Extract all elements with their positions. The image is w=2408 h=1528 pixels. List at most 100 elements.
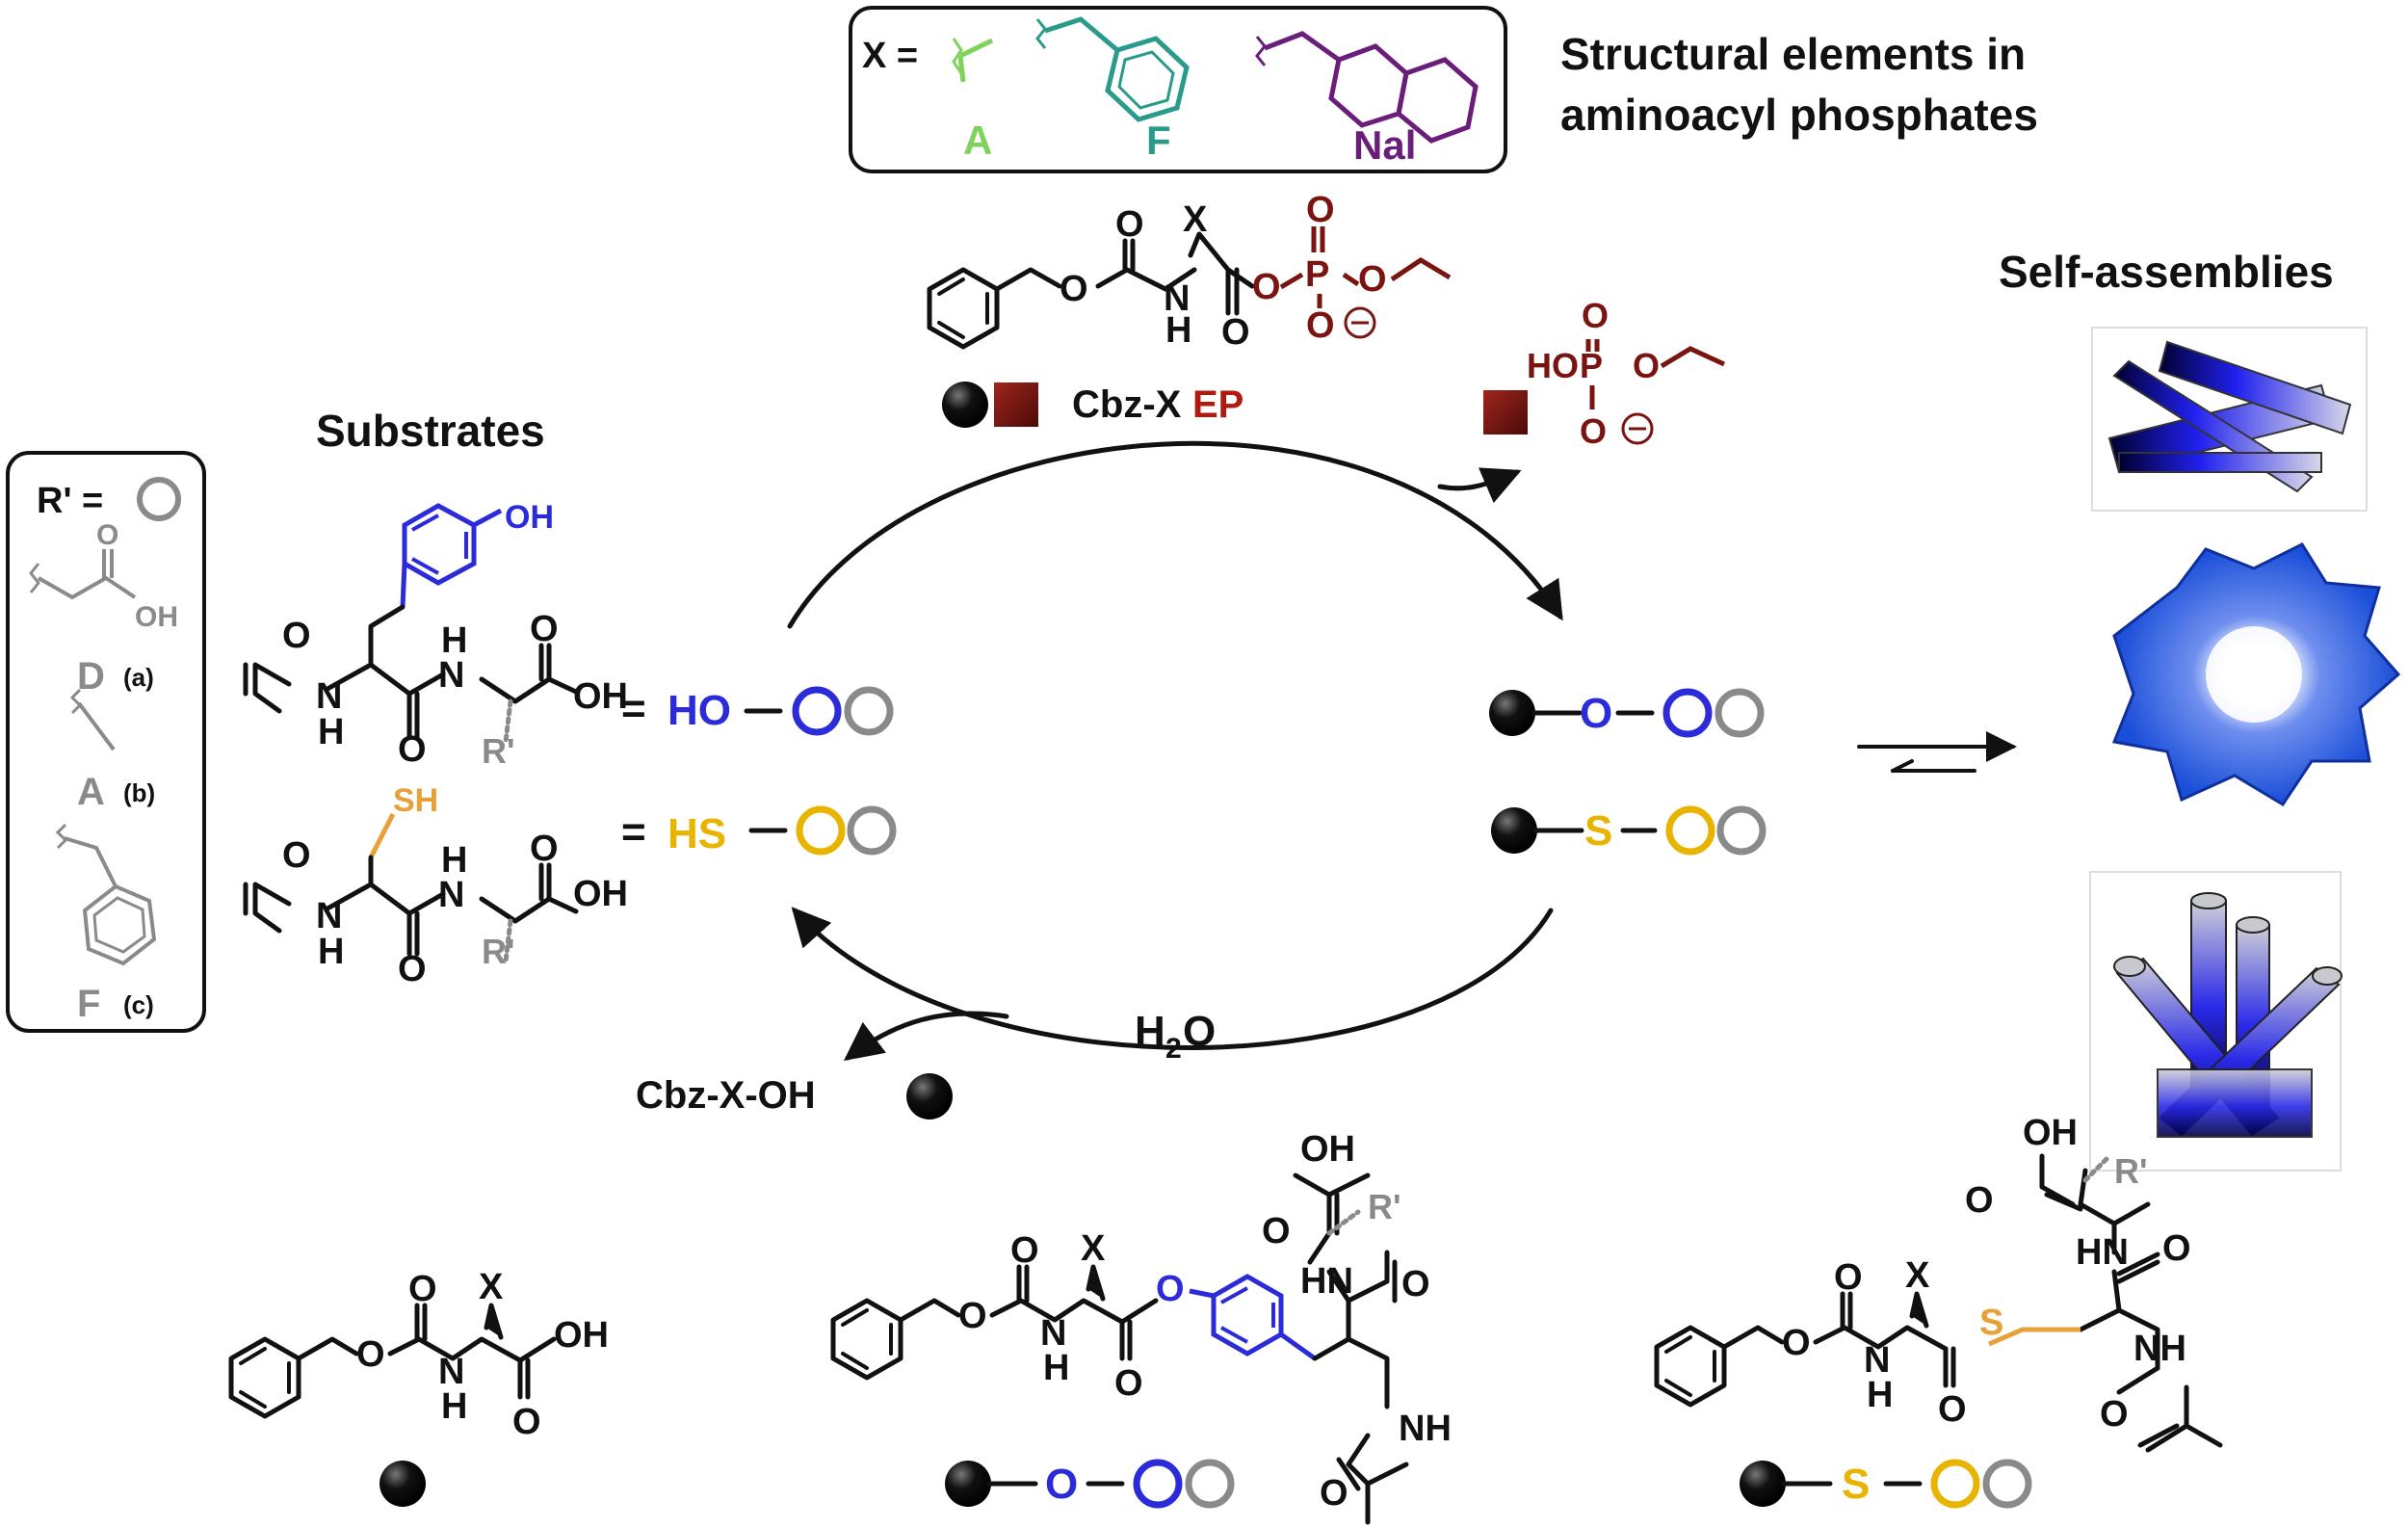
rprime-f-sub: (c) — [123, 990, 154, 1019]
x-f-label: F — [1146, 118, 1171, 163]
tube-assembly-image — [2089, 871, 2343, 1172]
x-nal-label: Nal — [1353, 122, 1416, 168]
rprime-definition-box: R' = O OH D (a) A (b) F (c) — [6, 451, 206, 1033]
water-sub: 2 — [1165, 1033, 1182, 1065]
cys-oh-acid: OH — [573, 874, 628, 914]
phenylalanine-fragment — [1035, 16, 1190, 122]
red-square-icon — [994, 382, 1038, 427]
reagent-o-carbonyl: O — [1115, 204, 1144, 245]
reagent-h: H — [1165, 310, 1191, 351]
reagent-skeleton — [927, 231, 1255, 350]
reagent-o-minus: O — [1306, 305, 1335, 346]
reagent-p: P — [1305, 254, 1329, 295]
cys-equals: = — [621, 808, 646, 856]
byproduct-red-square-icon — [1483, 390, 1528, 435]
gold-ring-icon — [1665, 805, 1715, 856]
cys-n1: N — [316, 896, 342, 936]
bottom2-o-phenol: O — [1156, 1269, 1185, 1309]
byproduct-negative-charge-icon — [1621, 412, 1654, 445]
cys-n2: N — [438, 875, 464, 915]
side-product-name: Cbz-X-OH — [636, 1074, 816, 1117]
product-s-label: S — [1584, 807, 1612, 855]
reagent-name-prefix: Cbz-X — [1072, 383, 1182, 426]
reagent-n: N — [1164, 278, 1190, 319]
rprime-d-sub: (a) — [123, 663, 154, 692]
byproduct-o-ethyl: O — [1633, 346, 1660, 385]
bottom3-rprime: R' — [2114, 1151, 2148, 1191]
gold-ring-icon — [796, 805, 846, 856]
bottom3-x: X — [1905, 1255, 1930, 1296]
bottom2-hn: HN — [1300, 1261, 1353, 1302]
gray-ring-icon — [1714, 688, 1765, 738]
bottom3-s: S — [1979, 1303, 2003, 1343]
bottom2-n: N — [1040, 1313, 1066, 1354]
bottom3-hn: HN — [2076, 1232, 2129, 1273]
bottom1-h: H — [441, 1386, 467, 1427]
product-o-ester-symbol: O — [1489, 688, 1765, 738]
bottom-s-thioester-symbol: S — [1740, 1459, 2032, 1509]
tyr-oh: OH — [505, 499, 554, 536]
tyr-o-acid: O — [530, 609, 559, 649]
cys-rprime: R' — [482, 932, 515, 971]
cys-hs-label: HS — [667, 810, 726, 857]
reaction-arrow-icon — [787, 440, 1563, 629]
rprime-box-frame — [6, 451, 206, 1033]
gray-ring-icon — [1716, 805, 1767, 856]
bottom3-nh: NH — [2133, 1329, 2186, 1369]
rprime-a-label: A — [77, 771, 105, 813]
tyr-o-amide: O — [398, 729, 427, 770]
byproduct-ho: HO — [1527, 346, 1579, 385]
x-a-label: A — [963, 118, 992, 163]
cys-o-acetyl: O — [282, 835, 311, 876]
tyr-h1: H — [318, 712, 344, 752]
header-title-line1: Structural elements in — [1560, 29, 2026, 79]
black-dot-icon — [942, 382, 988, 428]
reagent-x: X — [1183, 199, 1208, 240]
phosphate-bonds — [1279, 226, 1452, 308]
bottom3-h: H — [1867, 1375, 1893, 1415]
bottom2-nh: NH — [1399, 1409, 1452, 1449]
bottom1-x: X — [479, 1267, 504, 1307]
gray-ring-icon — [847, 805, 897, 856]
bottom1-oh: OH — [554, 1315, 609, 1356]
byproduct-release-arrow — [1437, 467, 1522, 504]
bottom3-o-acyl: O — [1938, 1389, 1967, 1430]
cys-h2: H — [441, 840, 467, 881]
x-definition-box: X = A F Nal — [849, 6, 1507, 173]
rprime-a-sub: (b) — [123, 778, 155, 807]
gray-ring-icon — [844, 686, 894, 736]
header-title-line2: aminoacyl phosphates — [1560, 90, 2038, 140]
black-dot-icon — [1491, 807, 1537, 854]
bottom3-o-amide: O — [2162, 1228, 2191, 1269]
rprime-f-label: F — [77, 983, 100, 1025]
bottom2-oh: OH — [1300, 1129, 1355, 1170]
bottom3-o-acetyl: O — [2100, 1394, 2129, 1435]
tyr-n1: N — [316, 676, 342, 717]
bottom3-oh: OH — [2023, 1113, 2078, 1153]
bottom3-o-carbonyl: O — [1834, 1257, 1863, 1298]
bottom3-n: N — [1864, 1340, 1890, 1381]
black-dot-icon — [1489, 690, 1535, 736]
bottom1-o-carbonyl: O — [408, 1269, 437, 1309]
cysteine-substrate: SH O N H N H O O OH R' — [243, 782, 628, 989]
bottom2-rprime: R' — [1368, 1187, 1401, 1226]
x-box-label: X = — [862, 36, 918, 76]
bottom2-h: H — [1043, 1348, 1069, 1388]
black-dot-icon — [1740, 1461, 1786, 1507]
tyr-n2: N — [438, 655, 464, 696]
cys-sh: SH — [393, 782, 438, 819]
cys-o-amide: O — [398, 949, 427, 989]
reagent-name-suffix: EP — [1192, 383, 1243, 426]
bottom2-o-carbonyl: O — [1010, 1230, 1039, 1271]
byproduct-o-top: O — [1582, 296, 1609, 335]
gold-ring-icon — [1930, 1459, 1980, 1509]
cycle-arrows — [787, 440, 1563, 1062]
side-product-black-dot-icon — [906, 1073, 953, 1120]
tyr-oh-acid: OH — [573, 676, 628, 717]
bottom2-o-acetyl: O — [1320, 1473, 1348, 1514]
bottom-o-ester-symbol: O — [945, 1459, 1235, 1509]
bottom2-o-amide: O — [1401, 1264, 1430, 1304]
reagent-o-acyl: O — [1221, 312, 1250, 353]
reagent-o-phosphoryl: O — [1306, 190, 1335, 230]
